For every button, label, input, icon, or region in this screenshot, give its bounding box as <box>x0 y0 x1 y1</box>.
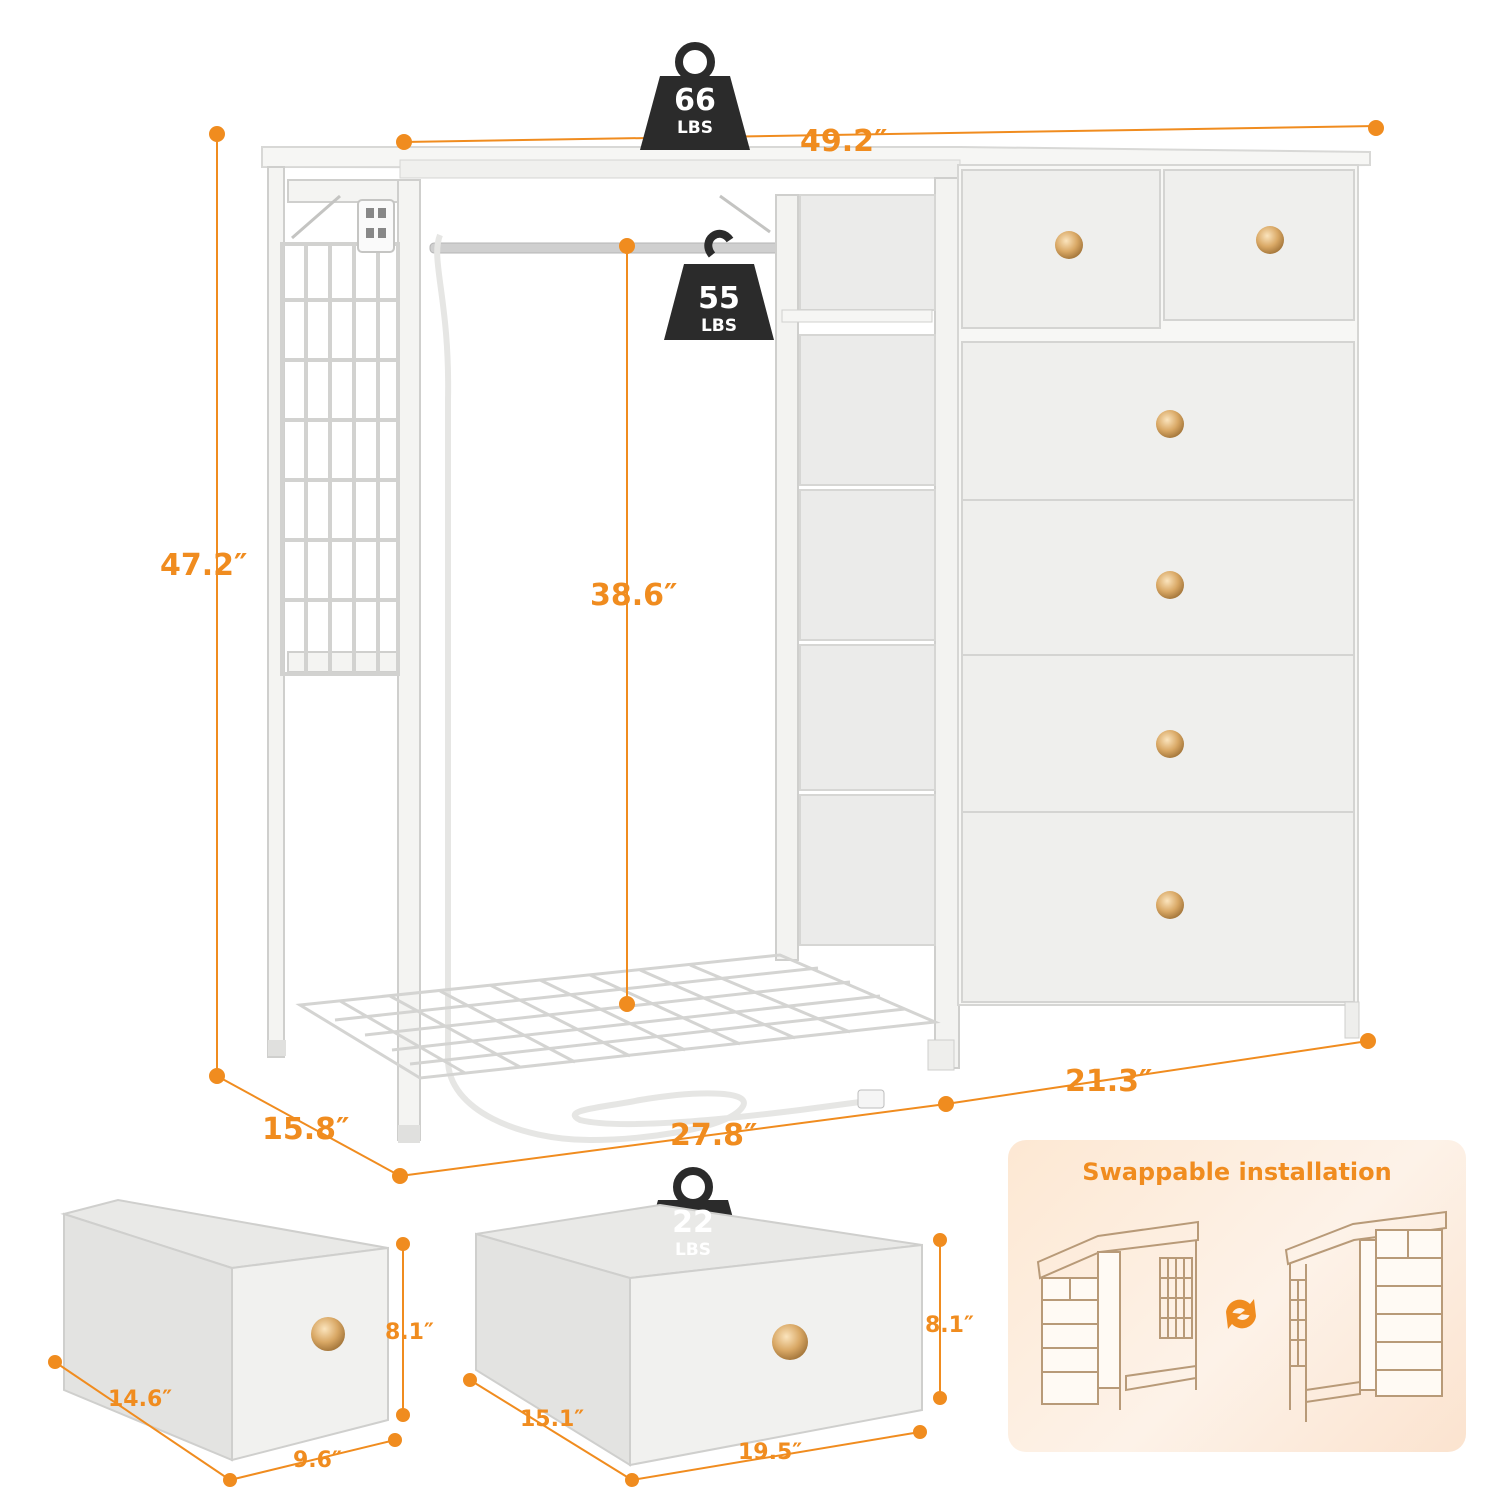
power-cord <box>434 233 861 1144</box>
grid-panel <box>280 242 400 676</box>
small-drawer-dims <box>48 1237 410 1487</box>
swap-arrows-icon <box>1226 1299 1256 1329</box>
knob-icon <box>772 1324 808 1360</box>
rod-weight-unit: LBS <box>700 316 738 336</box>
knob-icon <box>1256 226 1284 254</box>
config-dresser-right-icon <box>1284 1210 1447 1422</box>
drawer-weight-label: 22 LBS <box>643 1208 743 1259</box>
top-weight-value: 66 <box>674 83 716 118</box>
dresser-front <box>268 164 1360 1143</box>
small-drawer-width: 9.6″ <box>293 1448 342 1473</box>
knob-icon <box>311 1317 345 1351</box>
large-drawer-illustration <box>475 1203 923 1467</box>
rod-height-label: 38.6″ <box>590 578 678 613</box>
large-drawer-height: 8.1″ <box>925 1313 974 1338</box>
large-drawer-depth: 15.1″ <box>520 1407 585 1432</box>
knob-icon <box>1156 730 1184 758</box>
rod-weight-label: 55 LBS <box>669 284 769 335</box>
knob-icon <box>1055 231 1083 259</box>
swap-illustrations <box>1036 1210 1447 1422</box>
config-dresser-left-icon <box>1036 1220 1199 1410</box>
weight-icon <box>664 229 774 340</box>
width-label: 49.2″ <box>800 124 888 159</box>
small-drawer-height: 8.1″ <box>385 1320 434 1345</box>
depth-label: 15.8″ <box>262 1112 350 1147</box>
rod-weight-value: 55 <box>698 281 740 316</box>
swap-panel-title: Swappable installation <box>1082 1158 1392 1186</box>
plug-icon <box>857 1089 885 1109</box>
swappable-installation-panel: Swappable installation <box>1008 1140 1466 1452</box>
weight-icon <box>640 42 750 150</box>
knob-icon <box>1156 571 1184 599</box>
knob-icon <box>1156 410 1184 438</box>
open-width-label: 27.8″ <box>670 1118 758 1153</box>
drawer-weight-unit: LBS <box>674 1240 712 1260</box>
dresser-width-label: 21.3″ <box>1065 1064 1153 1099</box>
small-drawer-depth: 14.6″ <box>108 1387 173 1412</box>
wire-shelf <box>295 953 941 1080</box>
small-drawer-illustration <box>60 1198 389 1462</box>
drawer-weight-value: 22 <box>672 1205 714 1240</box>
dimension-lines <box>209 120 1384 1184</box>
large-drawer-dims <box>463 1233 947 1487</box>
top-weight-label: 66 LBS <box>645 86 745 137</box>
knob-icon <box>1156 891 1184 919</box>
top-board <box>261 146 1371 179</box>
height-label: 47.2″ <box>160 548 248 583</box>
top-weight-unit: LBS <box>676 118 714 138</box>
large-drawer-width: 19.5″ <box>738 1440 803 1465</box>
power-strip <box>357 199 395 253</box>
drawer-sides <box>799 194 936 946</box>
